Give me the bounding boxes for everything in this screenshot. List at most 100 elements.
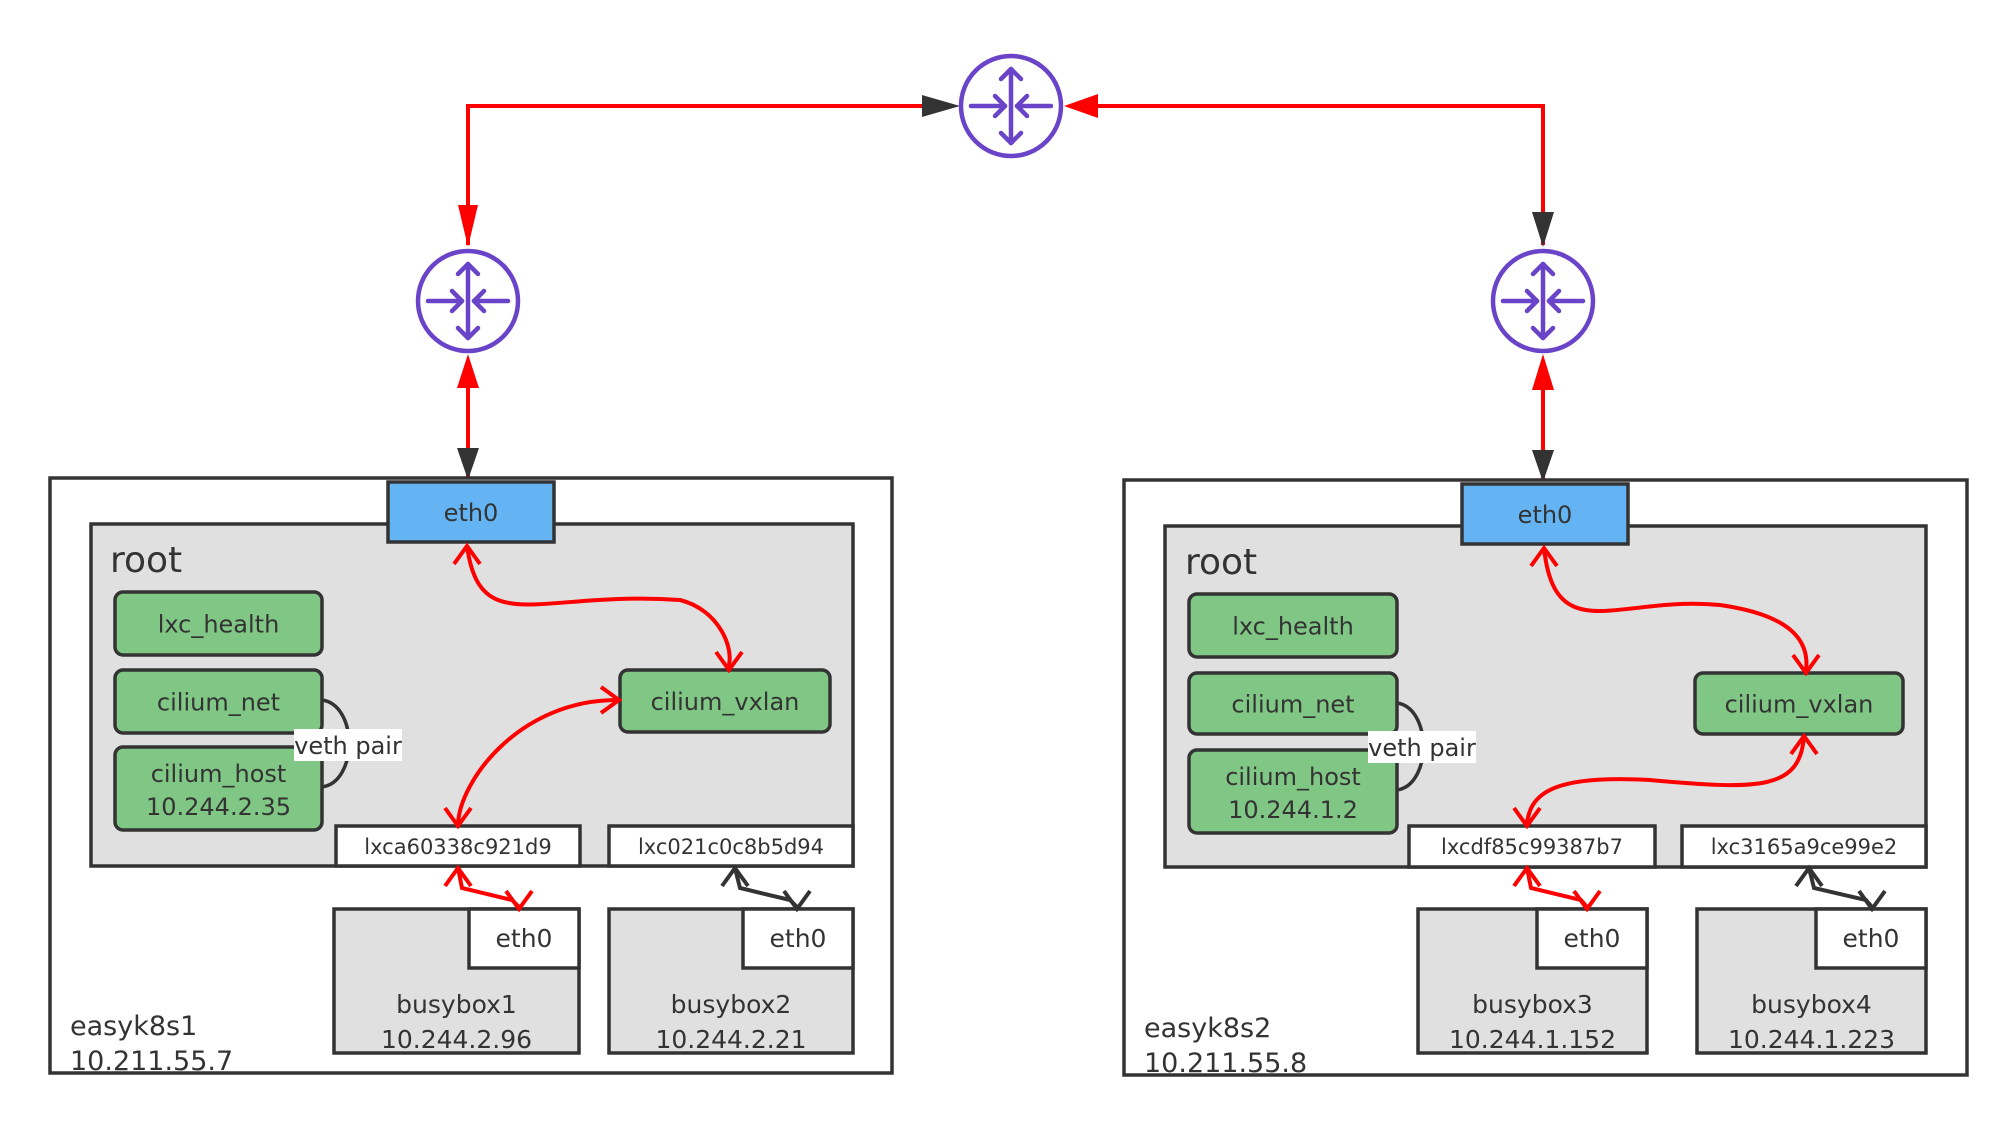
cilium-vxlan-device[interactable]: cilium_vxlan (618, 668, 832, 734)
pod-eth0-box[interactable] (467, 907, 581, 970)
pod-eth0-box[interactable] (1535, 907, 1649, 970)
cilium-host-device-box[interactable] (113, 745, 324, 832)
cilium-net-device[interactable]: cilium_net (1187, 671, 1399, 736)
host-name: easyk8s1 (70, 1011, 197, 1042)
pod-name: busybox4 (1751, 990, 1872, 1019)
cilium-vxlan-label: cilium_vxlan (651, 688, 800, 716)
arrowhead-6 (720, 864, 750, 888)
pod-busybox1[interactable]: eth0 busybox1 10.244.2.96 (332, 907, 581, 1055)
cilium-host-device-ip: 10.244.2.35 (146, 793, 291, 821)
lxc-interface-a[interactable]: lxca60338c921d9 (334, 824, 582, 868)
arrowhead-0 (1529, 544, 1559, 568)
arrowhead-4 (1512, 864, 1542, 888)
lxc-health-device-box[interactable] (1187, 592, 1399, 659)
arrowhead-left-router-in (458, 205, 478, 247)
pod-ip: 10.244.1.152 (1449, 1025, 1616, 1054)
pod-eth0-label: eth0 (1564, 924, 1621, 953)
arrowhead-core-router-in-left (922, 95, 960, 117)
arrowhead-4 (443, 864, 473, 888)
arrowhead-core-router-in-right (1064, 94, 1098, 118)
pod-busybox4[interactable]: eth0 busybox4 10.244.1.223 (1695, 907, 1928, 1055)
pod-name: busybox3 (1472, 990, 1593, 1019)
arrowhead-up-right-router (1532, 354, 1554, 390)
host-eth0-box[interactable] (386, 480, 556, 544)
lxc-interface-a-label: lxca60338c921d9 (364, 835, 551, 859)
right-router-to-eth0 (1532, 354, 1554, 482)
uplink-right-line (1070, 104, 1545, 245)
link-vxlan-to-lxc (456, 698, 618, 825)
left-router-to-eth0 (457, 354, 479, 480)
uplink-left-line (466, 104, 935, 245)
host-name: easyk8s2 (1144, 1013, 1271, 1044)
root-namespace-label: root (1185, 542, 1257, 583)
lxc-interface-b-label: lxc021c0c8b5d94 (638, 835, 824, 859)
veth-pair-label-bg (294, 729, 402, 761)
arrowhead-6 (1794, 864, 1824, 888)
hosts-layer: root eth0 lxc_health cilium_net cilium_host 1… (48, 476, 1969, 1079)
lxc-interface-a-box[interactable] (1407, 824, 1657, 869)
veth-pair-label: veth pair (1368, 734, 1476, 762)
cilium-vxlan-box[interactable] (1693, 671, 1905, 736)
arrowhead-1 (714, 650, 744, 674)
pod-name: busybox2 (671, 990, 792, 1019)
host-eth0[interactable]: eth0 (386, 480, 556, 544)
lxc-health-device[interactable]: lxc_health (113, 590, 324, 657)
cilium-host-device-label: cilium_host (151, 760, 287, 788)
lxc-interface-a-label: lxcdf85c99387b7 (1441, 835, 1623, 859)
host-1: root eth0 lxc_health cilium_net cilium_host 1… (48, 476, 894, 1077)
host-eth0[interactable]: eth0 (1460, 482, 1630, 546)
uplink-right (1064, 94, 1554, 247)
root-namespace-label: root (110, 540, 182, 581)
lxc-interface-b-box[interactable] (1680, 824, 1928, 869)
cilium-host-device-box[interactable] (1187, 748, 1399, 835)
left-router-icon[interactable] (418, 251, 518, 351)
arrowhead-up-left-router (457, 354, 479, 388)
lxc-interface-b[interactable]: lxc021c0c8b5d94 (607, 824, 855, 868)
veth-pair-label: veth pair (294, 732, 402, 760)
arrowhead-down-left-eth0 (457, 448, 479, 480)
cilium-vxlan-device[interactable]: cilium_vxlan (1693, 671, 1905, 736)
cilium-host-device[interactable]: cilium_host 10.244.2.35 (113, 745, 324, 832)
pod-eth0-label: eth0 (1843, 924, 1900, 953)
arrowhead-3 (1512, 806, 1542, 830)
host-eth0-box[interactable] (1460, 482, 1630, 546)
link-vxlan-to-lxc (1525, 735, 1806, 825)
lxc-interface-b[interactable]: lxc3165a9ce99e2 (1680, 824, 1928, 869)
right-router-icon[interactable] (1493, 251, 1593, 351)
lxc-health-device-label: lxc_health (158, 611, 280, 639)
cilium-net-device[interactable]: cilium_net (113, 668, 324, 735)
pod-ip: 10.244.1.223 (1728, 1025, 1895, 1054)
host-2: root eth0 lxc_health cilium_net cilium_host 1… (1122, 478, 1969, 1079)
core-router-icon[interactable] (961, 56, 1061, 156)
host-ip: 10.211.55.8 (1144, 1048, 1307, 1079)
arrowhead-5 (504, 889, 534, 913)
veth-pair-label-bg (1368, 731, 1476, 763)
pod-ip: 10.244.2.21 (655, 1025, 806, 1054)
cilium-host-device[interactable]: cilium_host 10.244.1.2 (1187, 748, 1399, 835)
lxc-health-device[interactable]: lxc_health (1187, 592, 1399, 659)
link-eth0-to-vxlan (465, 545, 732, 669)
cilium-host-device-label: cilium_host (1225, 763, 1361, 791)
arrowhead-0 (452, 542, 482, 566)
uplink-left (458, 95, 960, 247)
lxc-health-device-box[interactable] (113, 590, 324, 657)
arrowhead-down-right-eth0 (1532, 450, 1554, 482)
pod-ip: 10.244.2.96 (381, 1025, 532, 1054)
pod-eth0-label: eth0 (496, 924, 553, 953)
link-eth0-to-vxlan (1542, 547, 1809, 672)
lxc-health-device-label: lxc_health (1232, 613, 1354, 641)
cilium-vxlan-label: cilium_vxlan (1725, 691, 1874, 719)
pod-busybox3[interactable]: eth0 busybox3 10.244.1.152 (1416, 907, 1649, 1055)
cilium-net-device-label: cilium_net (157, 689, 280, 717)
cilium-host-device-ip: 10.244.1.2 (1228, 796, 1358, 824)
arrowhead-right-router-in (1532, 212, 1554, 247)
lxc-interface-a[interactable]: lxcdf85c99387b7 (1407, 824, 1657, 869)
cilium-net-device-label: cilium_net (1231, 691, 1354, 719)
pod-name: busybox1 (396, 990, 517, 1019)
lxc-interface-b-box[interactable] (607, 824, 855, 868)
arrowhead-2 (1789, 732, 1819, 756)
lxc-interface-b-label: lxc3165a9ce99e2 (1711, 835, 1898, 859)
arrowhead-1 (1791, 653, 1821, 677)
